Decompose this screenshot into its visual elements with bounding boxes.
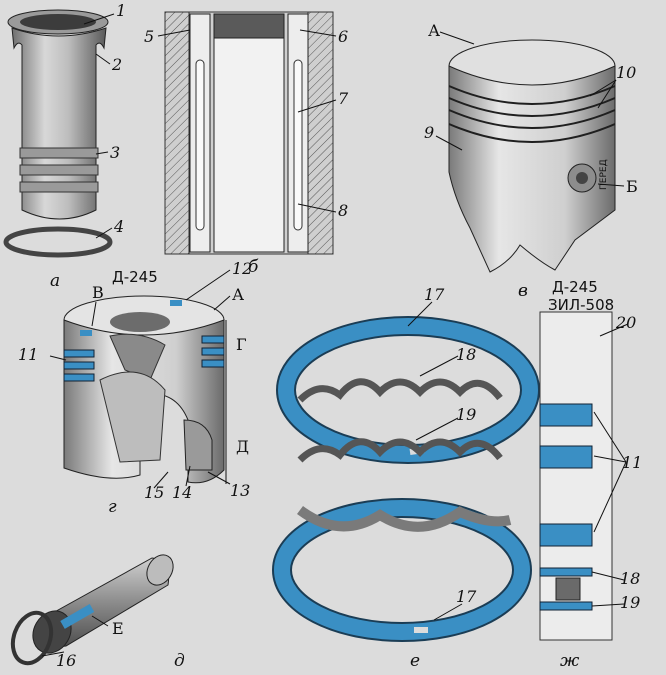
label-5: 5	[144, 27, 154, 46]
label-11-zh: 11	[622, 453, 642, 472]
subfigure-g: г	[108, 497, 117, 517]
label-6: 6	[338, 27, 348, 46]
label-17-top: 17	[424, 285, 445, 304]
piston-cutaway-g	[63, 295, 225, 484]
piston-v: ПЕРЕД	[448, 39, 616, 273]
label-9: 9	[424, 123, 434, 142]
subfigure-letters: а б в г д е ж	[50, 257, 580, 671]
label-A-cutaway: А	[232, 285, 244, 304]
label-1: 1	[116, 1, 126, 20]
label-3: 3	[110, 143, 120, 162]
ring-groove-section-zh	[539, 311, 613, 641]
label-D: Д	[236, 437, 249, 456]
label-18-zh: 18	[620, 569, 640, 588]
piston-pin-d	[10, 554, 174, 666]
label-14: 14	[172, 483, 192, 502]
label-7: 7	[338, 89, 349, 108]
label-20: 20	[615, 313, 636, 332]
label-10: 10	[616, 63, 636, 82]
subfigure-d: д	[174, 651, 185, 671]
title-d245-left: Д-245	[112, 268, 158, 286]
label-19-zh: 19	[620, 593, 640, 612]
piston-front-mark: ПЕРЕД	[599, 159, 609, 190]
label-2: 2	[111, 55, 122, 74]
label-16: 16	[56, 651, 76, 670]
subfigure-b: б	[248, 257, 259, 277]
callout-labels: 1 2 3 4 5 6 7 8 9 10 11 12 13 14 15 16 1…	[18, 1, 642, 670]
label-E: Е	[112, 619, 124, 638]
label-12: 12	[232, 259, 252, 278]
leader-lines	[41, 13, 629, 657]
liner-section-b	[164, 11, 334, 255]
label-11-g: 11	[18, 345, 38, 364]
label-4: 4	[113, 217, 124, 236]
title-zil508: ЗИЛ-508	[548, 296, 614, 314]
subfigure-zh: ж	[560, 651, 580, 671]
subfigure-v: в	[518, 281, 528, 301]
title-d245-right: Д-245	[552, 278, 598, 296]
piston-rings-e	[272, 316, 540, 642]
cylinder-liner-a	[3, 9, 113, 258]
subfigure-a: а	[50, 271, 60, 291]
label-13: 13	[230, 481, 250, 500]
label-19-e: 19	[456, 405, 476, 424]
label-G: Г	[236, 335, 247, 354]
label-V: В	[92, 283, 104, 302]
subfigure-e: е	[410, 651, 420, 671]
label-18-e: 18	[456, 345, 476, 364]
label-15: 15	[144, 483, 164, 502]
engine-titles: Д-245 Д-245 ЗИЛ-508	[112, 268, 614, 314]
label-17-bottom: 17	[456, 587, 477, 606]
label-A-piston: А	[428, 21, 440, 40]
label-8: 8	[338, 201, 348, 220]
label-B-piston: Б	[626, 177, 638, 196]
